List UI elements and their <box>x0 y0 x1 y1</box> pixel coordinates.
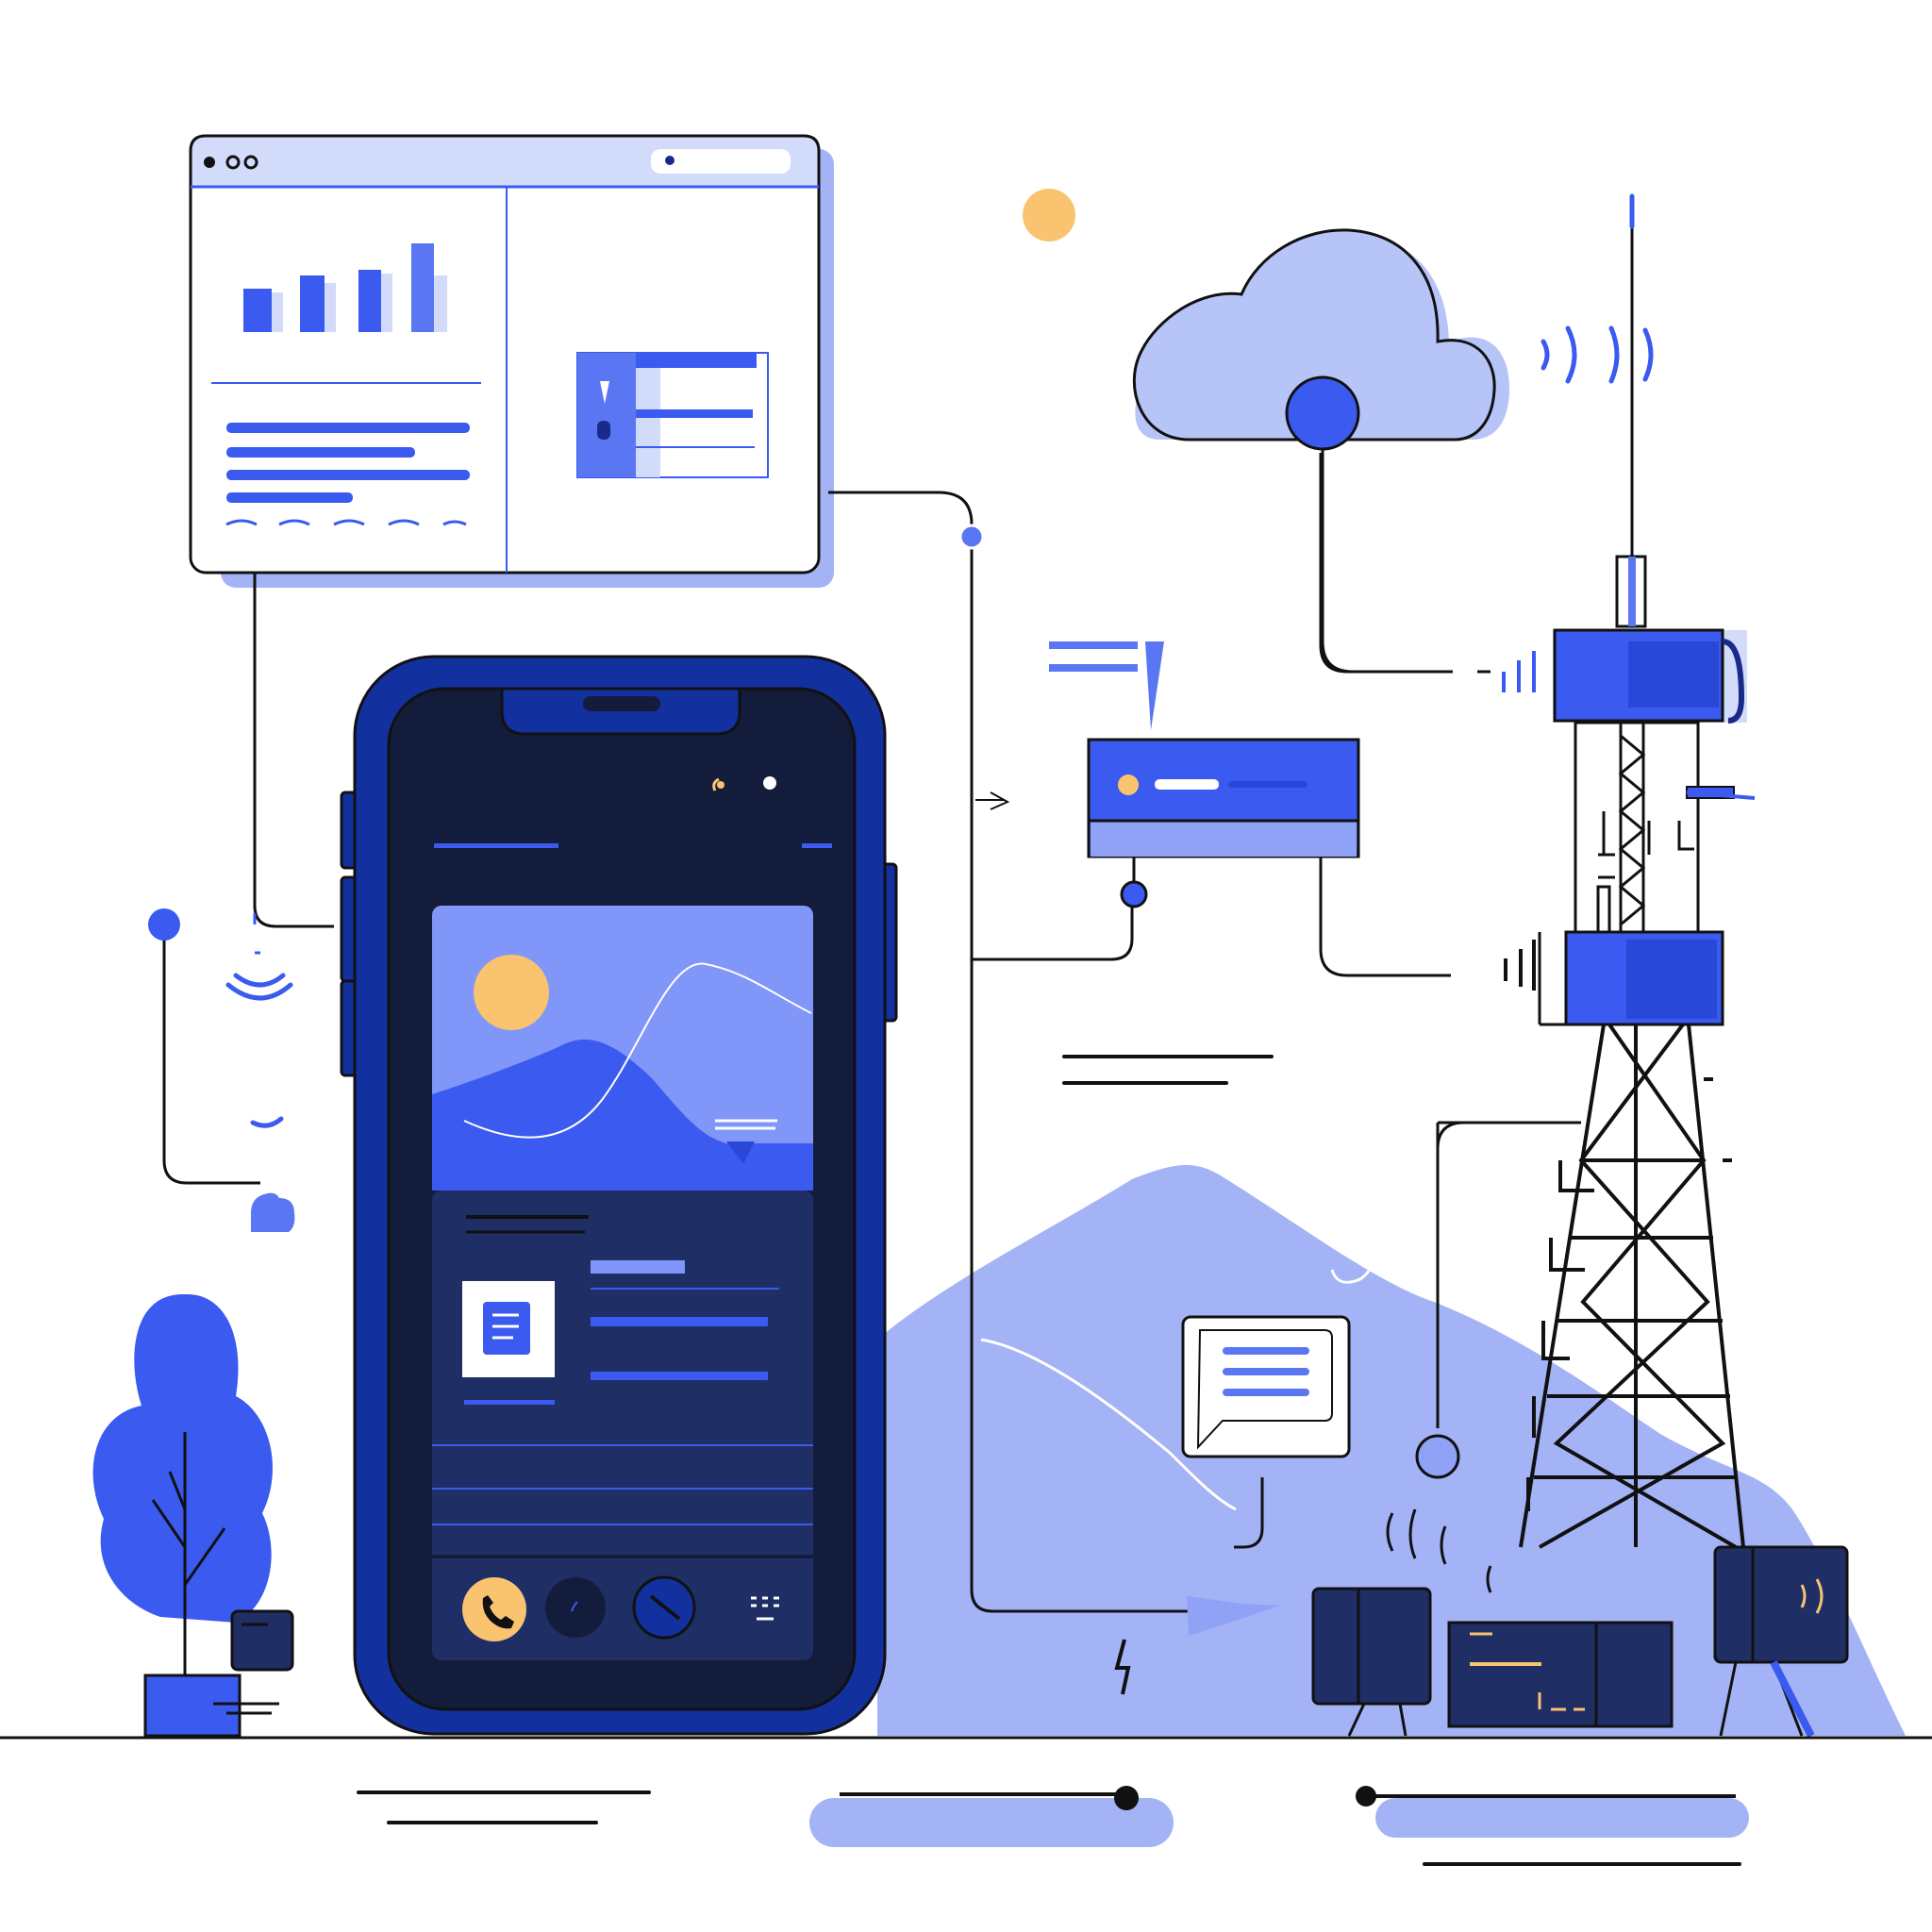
bottom-slider-knob <box>1114 1786 1139 1810</box>
plant-icon <box>92 1293 294 1738</box>
bottom-bar <box>809 1798 1174 1847</box>
connector-node <box>148 908 180 941</box>
antenna-tower-icon <box>1436 270 1756 1549</box>
wifi-signal-icon <box>1541 193 1654 384</box>
mute-button[interactable] <box>545 1577 606 1638</box>
sun-icon <box>1023 189 1075 242</box>
document-icon <box>462 1262 555 1377</box>
mountain-shape-left <box>877 1325 1170 1736</box>
bottom-bar <box>1375 1798 1749 1838</box>
phone-call-icon <box>462 1577 526 1641</box>
smartphone-icon <box>340 655 898 1736</box>
browser-window-icon <box>189 134 834 588</box>
server-box-icon <box>1311 1508 1849 1738</box>
router-node <box>1120 880 1148 908</box>
cloud-mini-icon <box>251 1192 295 1232</box>
background-mountains <box>877 1165 1906 1736</box>
router-icon <box>975 641 1360 908</box>
cloud-icon <box>1132 228 1509 674</box>
bottom-slider-knob <box>1356 1786 1376 1807</box>
connector-node <box>1415 1434 1460 1479</box>
connector-node <box>958 524 985 550</box>
chat-bubble-icon <box>1181 1213 1374 1549</box>
hill-curve <box>980 1338 1237 1511</box>
wifi-signal-icon <box>225 973 293 1128</box>
decor-lines <box>357 1055 1741 1866</box>
keypad-icon <box>751 1596 779 1621</box>
cable-plug-icon <box>1114 1596 1279 1695</box>
bar-chart-icon <box>243 243 447 332</box>
